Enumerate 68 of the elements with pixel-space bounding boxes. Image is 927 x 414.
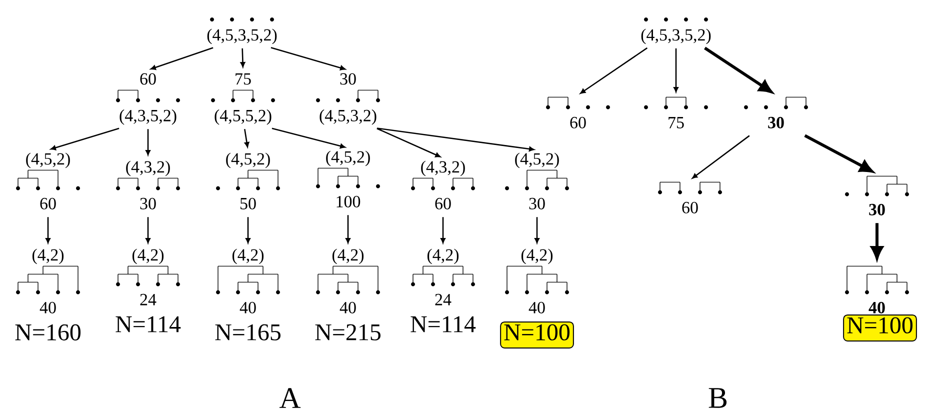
arrow [270,47,346,70]
arrow [580,47,648,94]
arrow [150,47,214,70]
arrow [674,48,678,92]
total-label: N=100 [504,324,570,340]
tuple-label: (4,3,2) [126,160,170,176]
arrow [240,48,246,68]
arrow [534,217,540,244]
tuple-label: (4,2) [332,248,364,264]
cost-label: 60 [682,202,698,214]
cost-label: 30 [140,198,156,210]
tuple-label: (4,3,2) [421,160,465,176]
tuple-label: (4,2) [32,248,64,264]
arrow [346,215,350,244]
tuple-label: (4,5,2) [226,152,270,168]
cost-label: 75 [668,117,684,128]
cost-label: 30 [340,73,356,85]
tuple-label: (4,5,2) [26,152,70,168]
arrow [50,128,120,150]
cost-label: 40 [40,302,56,314]
tuple-label: (4,5,5,2) [214,109,272,125]
cost-label: 75 [236,73,251,85]
arrow [146,217,150,244]
total-label: N=100 [847,317,913,334]
highlight-box [843,314,917,342]
cost-label: 24 [435,294,452,306]
arrow [46,217,50,244]
tuple-label: (4,5,2) [326,150,370,166]
total-label: N=165 [215,324,280,340]
tuple-label: (4,5,3,5,2) [641,28,711,44]
tuple-label: (4,5,3,5,2) [207,28,277,44]
cost-label: 24 [140,294,156,306]
cost-label: 60 [140,73,156,85]
cost-label: 50 [240,198,256,210]
tuple-label: (4,5,3,2) [320,109,376,125]
cost-label: 100 [336,196,360,208]
arrow [244,128,250,148]
arrow [440,217,446,244]
tuple-label: (4,2) [521,248,553,264]
cost-label: 60 [570,116,586,128]
cost-label: 40 [528,302,545,314]
total-label: N=114 [116,316,181,332]
total-label: N=114 [410,316,476,332]
cost-label: 30 [529,198,545,210]
panel-label: B [708,388,727,408]
arrow [246,217,250,244]
arrow [376,128,441,158]
arrow [692,135,750,179]
cost-label: 40 [240,302,256,314]
cost-label: 60 [40,198,56,210]
cost-label: 30 [768,116,784,128]
total-label: N=215 [315,324,380,340]
cost-label: 30 [869,204,885,216]
panel-label: A [279,388,301,408]
cost-label: 40 [868,302,885,314]
arrow [272,128,346,149]
tuple-label: (4,2) [427,248,459,264]
cost-label: 40 [340,302,356,314]
tuple-label: (4,3,5,2) [120,109,176,125]
total-label: N=160 [15,324,81,340]
arrow [704,46,772,93]
tuple-label: (4,5,2) [515,152,559,168]
highlight-box [500,322,574,348]
arrow [376,128,534,152]
arrow [146,129,150,156]
tuple-label: (4,2) [232,248,264,264]
tuple-label: (4,2) [132,248,164,264]
cost-label: 60 [435,198,451,210]
